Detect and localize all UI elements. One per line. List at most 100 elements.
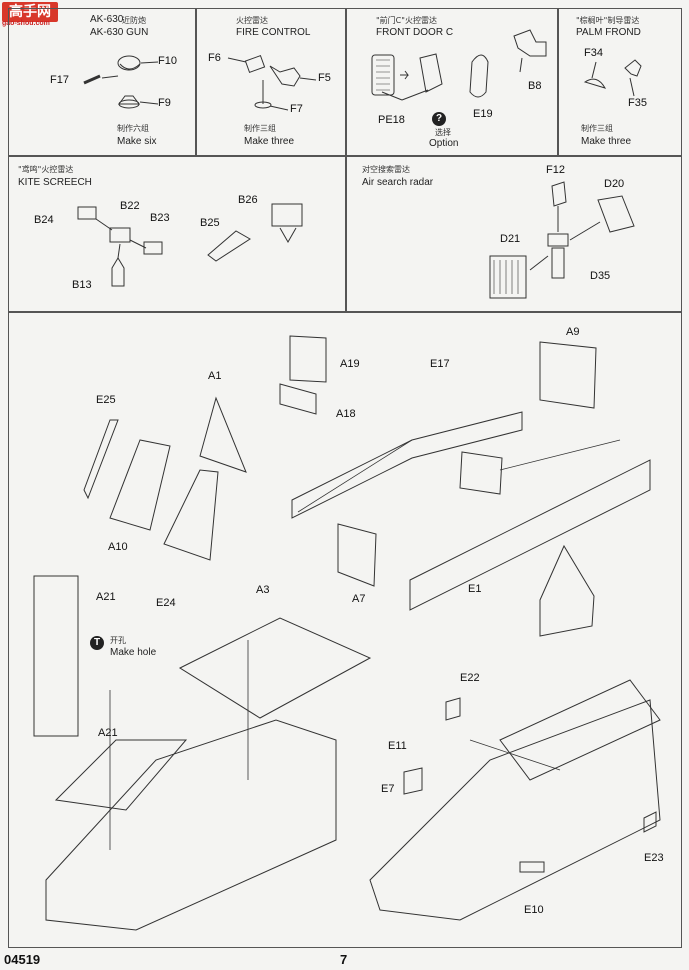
part-label-f17: F17 — [50, 74, 69, 86]
main-a3-deck-drawing — [178, 617, 372, 719]
main-a21-deck-drawing — [33, 575, 79, 737]
part-label-f5: F5 — [318, 72, 331, 84]
part-label-e10: E10 — [524, 904, 544, 916]
panel-kite-screech — [8, 156, 346, 312]
main-lower-right-hull-drawing — [369, 699, 661, 921]
front-door-option-en: Option — [429, 138, 459, 149]
footer-page-number: 7 — [340, 952, 348, 967]
main-e23-drawing — [643, 811, 657, 833]
kite-b22-drawing — [109, 227, 131, 243]
kite-b13-drawing — [111, 257, 125, 287]
main-a19-drawing — [289, 335, 327, 383]
air-search-d20-drawing — [597, 195, 635, 233]
air-search-d35-drawing — [547, 233, 569, 279]
make-hole-en: Make hole — [110, 647, 157, 658]
part-label-e24: E24 — [156, 597, 176, 609]
ak630-title-cn: 近防炮 — [122, 16, 146, 25]
palm-frond-f34-drawing — [583, 78, 607, 89]
panel-front-door — [346, 8, 558, 156]
part-label-f35: F35 — [628, 97, 647, 109]
front-door-title-en: FRONT DOOR C — [376, 27, 454, 38]
panel-palm-frond — [558, 8, 682, 156]
part-label-f10: F10 — [158, 55, 177, 67]
make-hole-cn: 开孔 — [110, 636, 126, 645]
part-label-e1: E1 — [468, 583, 482, 595]
fire-control-dish-drawing — [269, 65, 301, 87]
air-search-f12-drawing — [551, 181, 567, 207]
part-label-a9: A9 — [566, 326, 580, 338]
kite-b24-drawing — [77, 206, 97, 220]
front-door-b8-drawing — [513, 29, 547, 57]
ak630-make-cn: 制作六组 — [117, 124, 149, 133]
make-hole-icon: T — [90, 636, 104, 650]
ak630-barrel-drawing — [83, 74, 101, 85]
part-label-pe18: PE18 — [378, 114, 405, 126]
part-label-f9: F9 — [158, 97, 171, 109]
front-door-title-cn: "前门C"火控雷达 — [376, 16, 437, 25]
front-door-option-cn: 选择 — [435, 128, 451, 137]
main-e25-drawing — [83, 419, 119, 500]
main-e24-drawing — [163, 469, 219, 561]
part-label-e7: E7 — [381, 783, 395, 795]
part-label-e23: E23 — [644, 852, 664, 864]
fire-control-body-drawing — [244, 54, 266, 74]
main-a21-lower-drawing — [54, 739, 188, 811]
part-label-a21-top: A21 — [96, 591, 116, 603]
main-a18-drawing — [279, 383, 317, 415]
part-label-a1: A1 — [208, 370, 222, 382]
part-label-d35: D35 — [590, 270, 611, 282]
part-label-f12: F12 — [546, 164, 565, 176]
palm-frond-title-en: PALM FROND — [576, 27, 641, 38]
part-label-f34: F34 — [584, 47, 603, 59]
kite-title-cn: "鸢鸣"火控雷达 — [18, 165, 74, 174]
ak630-turret-drawing — [117, 55, 141, 71]
kite-b26-drawing — [271, 203, 303, 227]
part-label-e25: E25 — [96, 394, 116, 406]
palm-frond-make-en: Make three — [581, 136, 632, 147]
part-label-f6: F6 — [208, 52, 221, 64]
part-label-e17: E17 — [430, 358, 450, 370]
fire-control-title-en: FIRE CONTROL — [236, 27, 311, 38]
part-label-a7: A7 — [352, 593, 366, 605]
main-a10-drawing — [109, 439, 171, 531]
logo-url: gao-shou.com — [2, 20, 50, 27]
part-label-a19: A19 — [340, 358, 360, 370]
part-label-b25: B25 — [200, 217, 220, 229]
part-label-a21-bottom: A21 — [98, 727, 118, 739]
part-label-b24: B24 — [34, 214, 54, 226]
front-door-mesh-drawing — [371, 54, 395, 96]
panel-main-assembly — [8, 312, 682, 948]
footer-product-code: 04519 — [4, 952, 41, 967]
main-e10-drawing — [519, 861, 545, 873]
part-label-a18: A18 — [336, 408, 356, 420]
part-label-e19: E19 — [473, 108, 493, 120]
palm-frond-make-cn: 制作三组 — [581, 124, 613, 133]
front-door-panel-drawing — [419, 53, 443, 93]
part-label-b26: B26 — [238, 194, 258, 206]
air-search-d21-drawing — [489, 255, 527, 299]
part-label-d20: D20 — [604, 178, 625, 190]
main-a7-drawing — [337, 523, 377, 587]
main-a9-drawing — [539, 341, 597, 409]
kite-b23-drawing — [143, 241, 163, 255]
palm-frond-f35-drawing — [624, 59, 642, 77]
main-insert-panel-drawing — [459, 451, 503, 495]
main-lower-left-hull-drawing — [45, 719, 337, 931]
main-mast-drawing — [539, 544, 595, 637]
palm-frond-title-cn: "棕榈叶"制导雷达 — [576, 16, 640, 25]
part-label-e22: E22 — [460, 672, 480, 684]
part-label-d21: D21 — [500, 233, 521, 245]
ak630-title-en: AK-630 GUN — [90, 27, 149, 38]
ak630-make-en: Make six — [117, 136, 157, 147]
part-label-b13: B13 — [72, 279, 92, 291]
part-label-b23: B23 — [150, 212, 170, 224]
part-label-a3: A3 — [256, 584, 270, 596]
fire-control-title-cn: 火控雷达 — [236, 16, 268, 25]
panel-air-search — [346, 156, 682, 312]
kite-b25-drawing — [207, 230, 251, 262]
main-e22-drawing — [445, 697, 461, 721]
panel-fire-control — [196, 8, 346, 156]
part-label-b8: B8 — [528, 80, 542, 92]
part-label-e11: E11 — [388, 740, 407, 752]
